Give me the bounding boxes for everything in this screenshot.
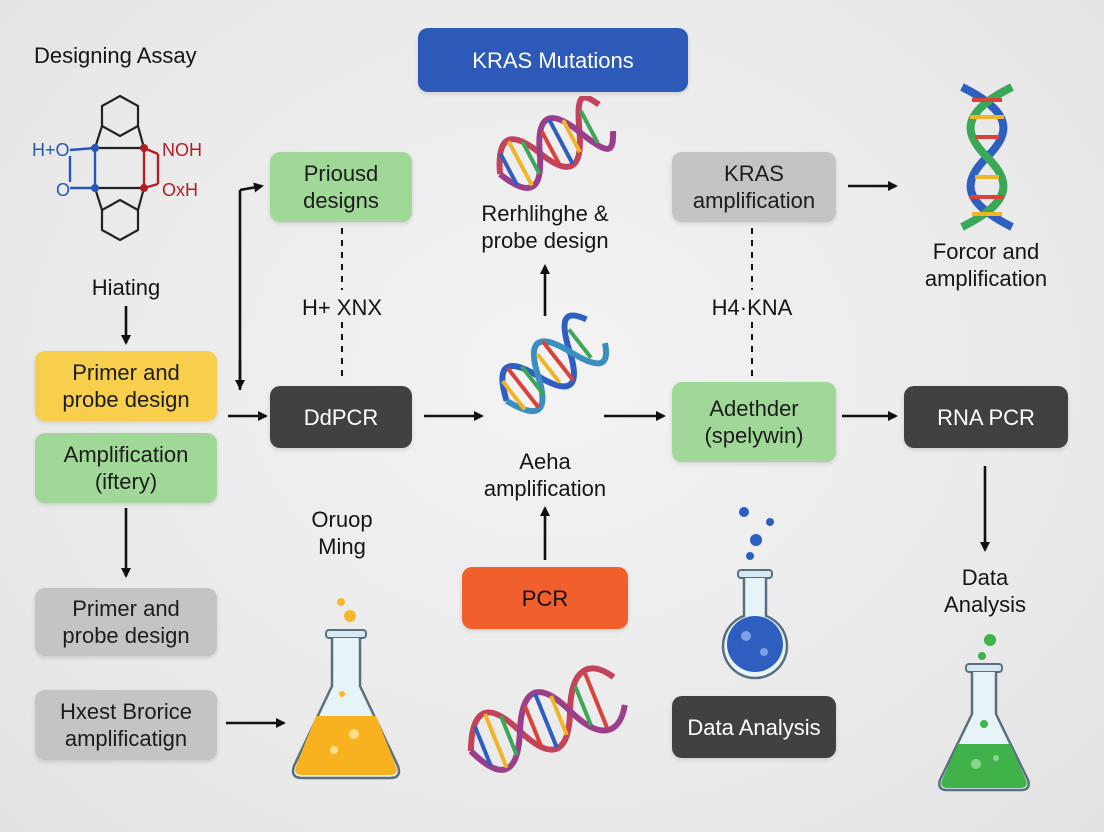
dna-helix-icon <box>499 312 609 414</box>
oruop-ming-label: Oruop Ming <box>311 507 373 559</box>
primer-probe-design-box-1: Primer and probe design <box>35 351 217 421</box>
ddpcr-box: DdPCR <box>270 386 412 448</box>
adethder-box: Adethder (spelywin) <box>672 382 836 462</box>
data-analysis-box: Data Analysis <box>672 696 836 758</box>
dna-helix-icon <box>467 665 628 773</box>
molecule-label-oxh: OxH <box>162 180 198 200</box>
forcor-amplification-label: Forcor and amplification <box>924 239 1048 291</box>
flask-icon <box>291 598 401 780</box>
dna-helix-icon <box>960 83 1014 231</box>
molecule-label-h-o: H+O <box>32 140 70 160</box>
diagram-title: Designing Assay <box>34 43 197 68</box>
hxnx-label: H+ XNX <box>301 295 383 320</box>
aeha-amplification-label: Aeha amplification <box>483 449 607 501</box>
kras-mutations-box: KRAS Mutations <box>418 28 688 92</box>
molecule-label-noh: NOH <box>162 140 202 160</box>
arrow-up-head <box>239 182 264 193</box>
data-analysis-label-right: Data Analysis <box>944 565 1026 617</box>
primer-probe-design-label: Rerhlihghe & probe design <box>481 201 609 253</box>
pcr-box: PCR <box>462 567 628 629</box>
flask-icon <box>721 507 789 680</box>
prious-designs-box: Priousd designs <box>270 152 412 222</box>
flask-icon <box>938 634 1030 792</box>
molecule-icon: H+O O NOH OxH <box>32 94 202 242</box>
hxest-amplification-box: Hxest Brorice amplificatign <box>35 690 217 760</box>
molecule-label-o: O <box>56 180 70 200</box>
primer-probe-design-box-2: Primer and probe design <box>35 588 217 656</box>
rna-pcr-box: RNA PCR <box>904 386 1068 448</box>
heating-label: Hiating <box>91 275 161 300</box>
kras-amplification-box: KRAS amplification <box>672 152 836 222</box>
dna-helix-icon <box>496 96 617 191</box>
h4kna-label: H4·KNA <box>711 295 793 320</box>
amplification-iftery-box: Amplification (iftery) <box>35 433 217 503</box>
